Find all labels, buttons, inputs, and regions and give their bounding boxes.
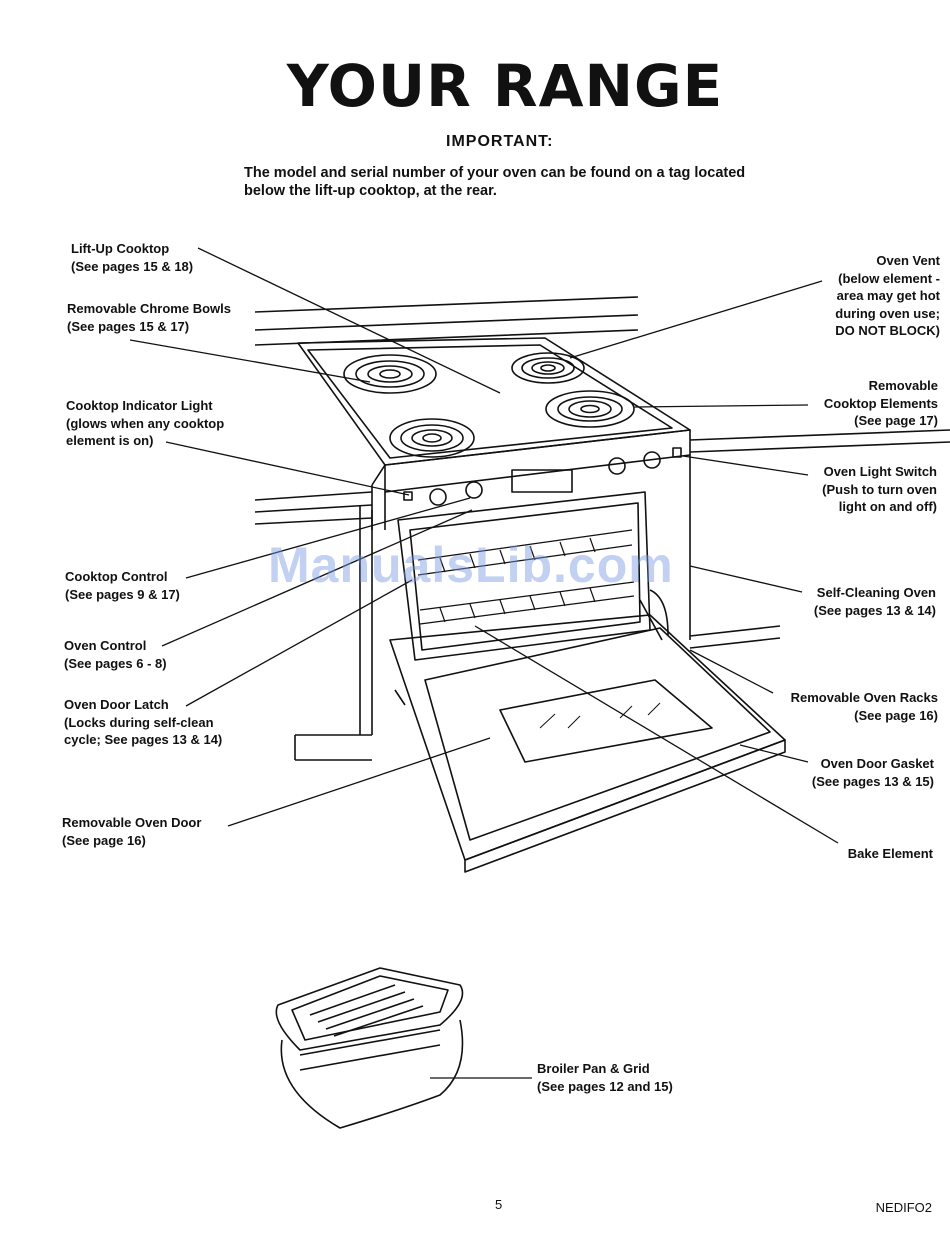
oven-door-window [499,679,713,763]
label-broiler-pan: Broiler Pan & Grid (See pages 12 and 15) [537,1060,673,1095]
counter-line [254,296,639,346]
label-line: Broiler Pan & Grid [537,1061,650,1076]
label-line: (See pages 6 - 8) [64,655,167,671]
cooktop-inner [307,344,673,459]
label-self-cleaning: Self-Cleaning Oven (See pages 13 & 14) [814,584,936,619]
label-line: Oven Light Switch [823,464,937,479]
door-hinge [394,599,663,706]
label-line: during oven use; [835,305,940,321]
label-line: (See pages 13 & 14) [813,602,936,618]
burner-coils [343,352,635,458]
label-line: Removable Oven Racks [790,690,938,705]
broiler-pan [275,967,464,1129]
door-handle [649,589,669,636]
label-line: (See pages 13 & 15) [811,773,934,789]
label-line: Self-Cleaning Oven [816,585,936,600]
page-number: 5 [495,1197,503,1212]
label-line: (glows when any cooktop [66,415,225,431]
label-cooktop-control: Cooktop Control (See pages 9 & 17) [65,568,180,603]
label-light-switch: Oven Light Switch (Push to turn oven lig… [822,463,937,516]
oven-door-inner [424,627,771,841]
range-edge [371,464,386,530]
label-oven-vent: Oven Vent (below element - area may get … [835,252,940,340]
label-line: Oven Door Latch [64,697,169,712]
label-line: cycle; See pages 13 & 14) [64,732,223,747]
label-line: DO NOT BLOCK) [835,323,940,338]
label-lift-up-cooktop: Lift-Up Cooktop (See pages 15 & 18) [71,240,193,275]
label-line: Removable Oven Door [62,815,202,830]
label-line: (See pages 9 & 17) [65,586,180,602]
label-oven-door: Removable Oven Door (See page 16) [62,814,201,849]
label-line: Oven Vent [876,253,940,268]
label-line: Oven Door Gasket [820,756,934,771]
label-oven-racks: Removable Oven Racks (See page 16) [791,689,938,724]
control-knobs [403,447,682,506]
label-line: Cooktop Indicator Light [66,398,213,413]
note-line: below the lift-up cooktop, at the rear. [244,183,497,199]
label-line: (See pages 12 and 15) [537,1078,673,1094]
label-chrome-bowls: Removable Chrome Bowls (See pages 15 & 1… [67,300,231,335]
label-door-latch: Oven Door Latch (Locks during self-clean… [64,696,222,749]
label-oven-control: Oven Control (See pages 6 - 8) [64,637,167,672]
label-bake-element: Bake Element [848,845,933,863]
important-note: The model and serial number of your oven… [244,164,804,200]
counter-line [254,491,373,525]
label-line: (See page 16) [854,707,938,723]
label-line: light on and off) [838,499,937,514]
document-code: NEDIFO2 [875,1200,932,1215]
label-line: (See page 16) [62,832,146,848]
door-edge [464,739,786,873]
label-door-gasket: Oven Door Gasket (See pages 13 & 15) [812,755,934,790]
label-line: (See page 17) [854,413,938,428]
important-heading: IMPORTANT: [446,133,554,150]
label-line: (Push to turn oven [822,481,937,497]
label-line: Cooktop Elements [823,395,938,411]
label-line: (See pages 15 & 17) [67,318,190,334]
label-line: area may get hot [836,288,940,303]
leader-lines [129,247,839,1079]
label-line: (See pages 15 & 18) [71,258,194,274]
counter-line [689,429,950,453]
oven-racks [417,529,635,625]
oven-cavity-inner [409,502,641,651]
label-cooktop-elements: Removable Cooktop Elements (See page 17) [824,377,938,430]
label-line: Oven Control [64,638,147,653]
label-line: (Locks during self-clean [64,714,214,730]
label-line: element is on) [66,433,154,448]
label-line: Cooktop Control [65,569,168,584]
counter-line [689,625,781,649]
label-line: Bake Element [847,846,933,861]
watermark: ManualsLib.com [268,537,674,593]
label-line: Removable Chrome Bowls [67,301,231,316]
label-line: Removable [868,378,938,393]
label-line: (below element - [838,270,940,286]
label-indicator-light: Cooktop Indicator Light (glows when any … [66,397,224,450]
note-line: The model and serial number of your oven… [244,165,746,181]
cabinet-base [294,734,372,761]
range-side [384,455,691,640]
label-line: Lift-Up Cooktop [71,241,170,256]
page-title: YOUR RANGE [286,52,724,120]
cabinet-side [359,505,373,735]
oven-door [389,614,786,861]
